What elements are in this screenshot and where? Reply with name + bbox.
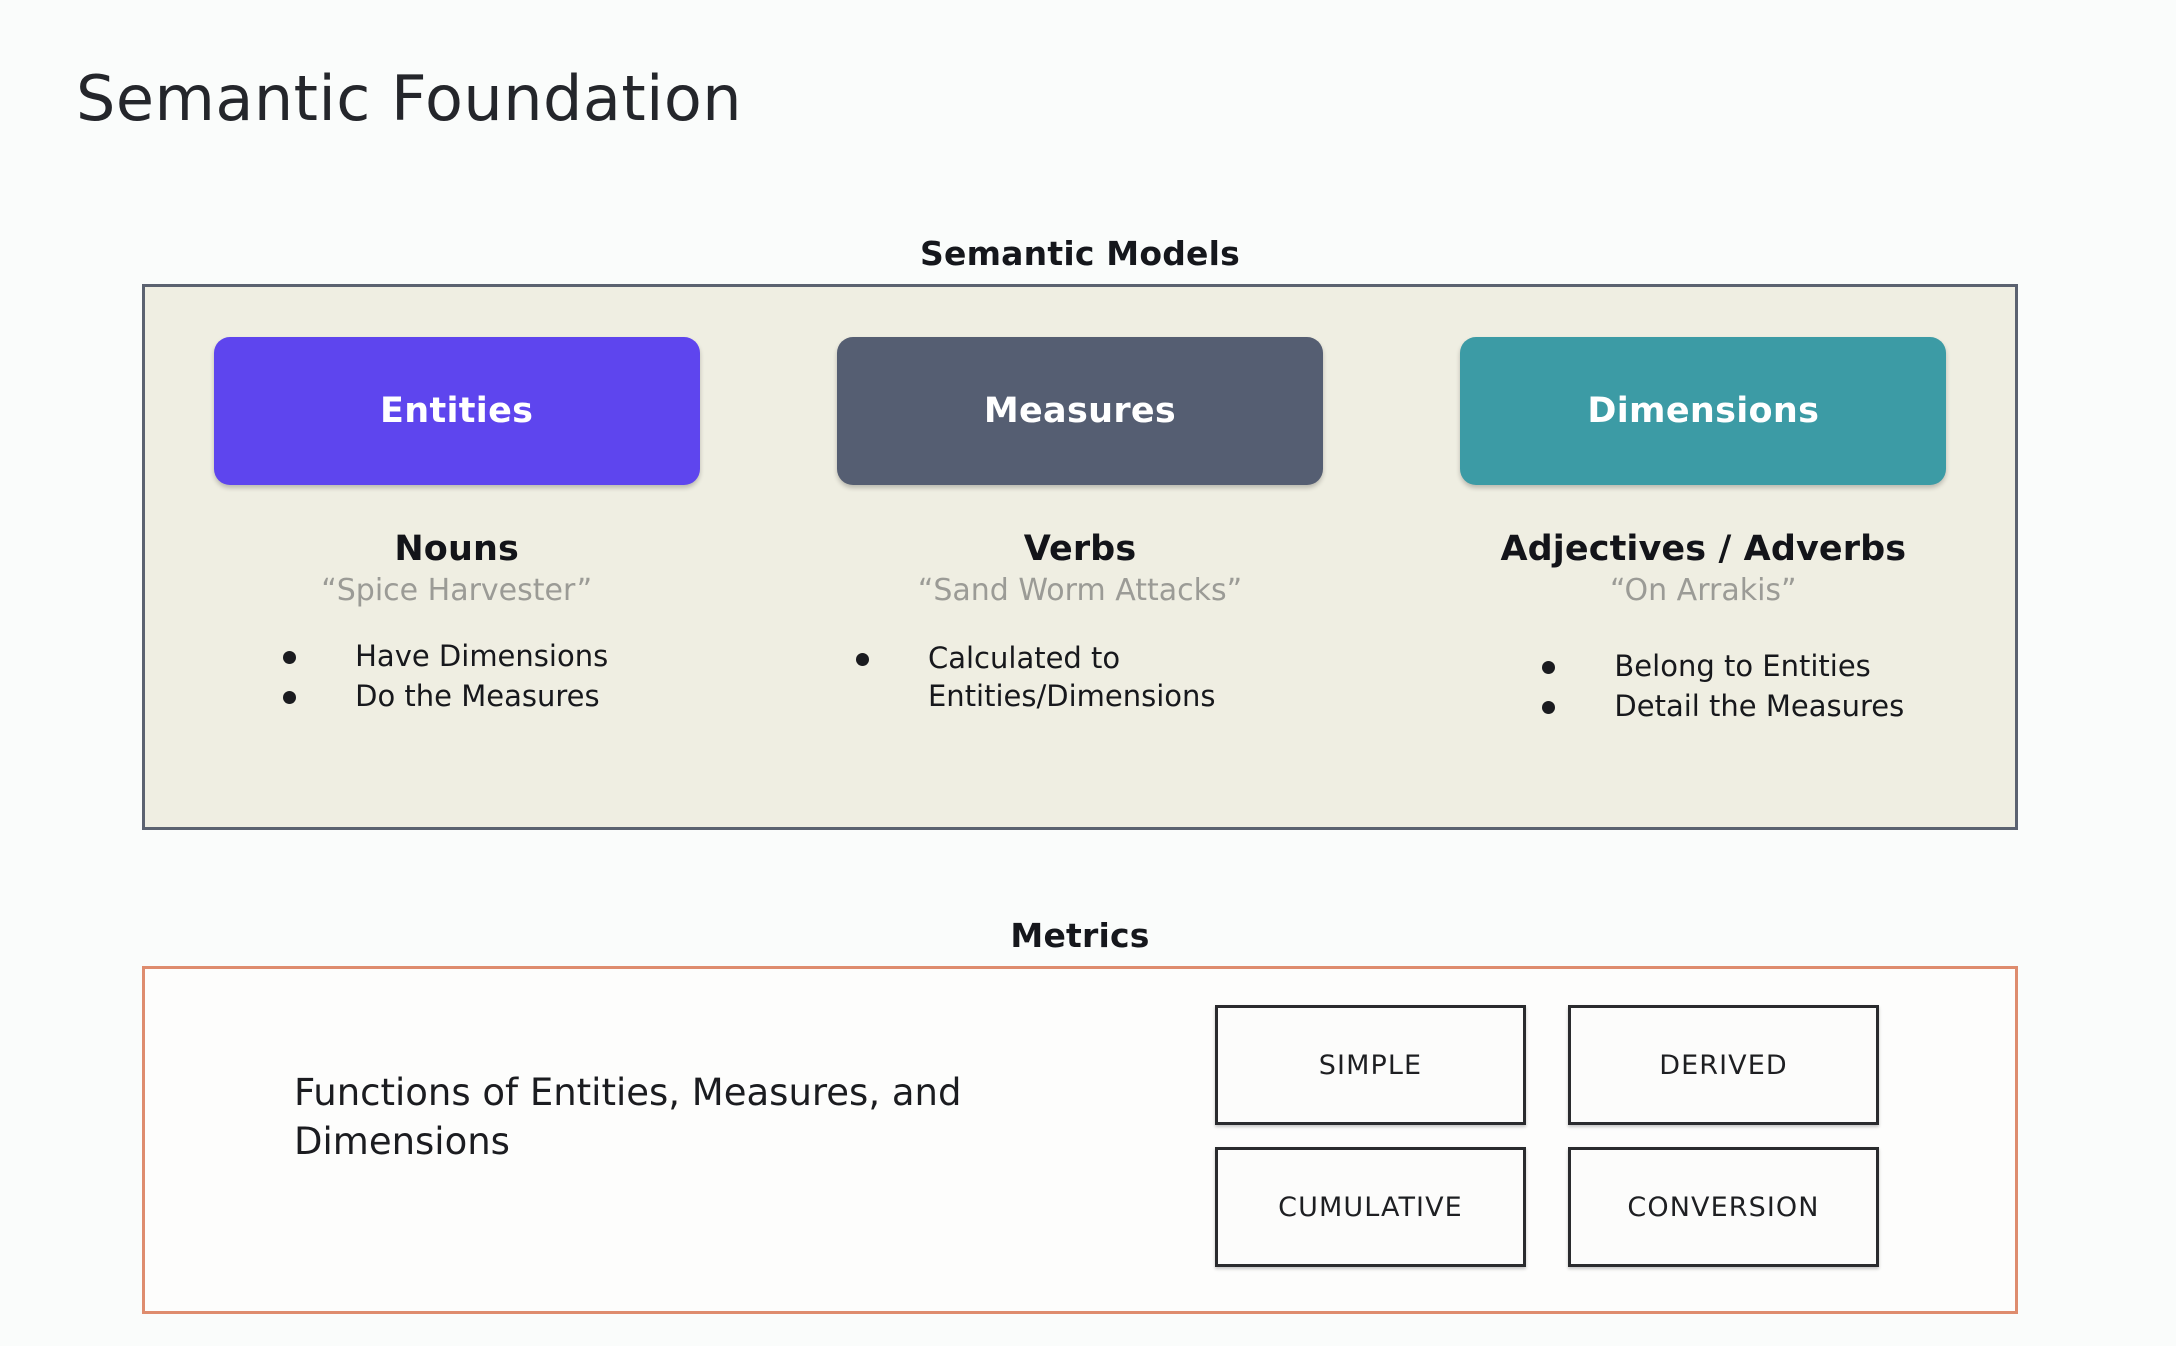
metric-type-cumulative[interactable]: CUMULATIVE xyxy=(1215,1147,1526,1267)
measures-example: “Sand Worm Attacks” xyxy=(917,573,1243,608)
metric-type-simple[interactable]: SIMPLE xyxy=(1215,1005,1526,1125)
semantic-models-columns: Entities Nouns “Spice Harvester” Have Di… xyxy=(145,287,2015,827)
semantic-models-header: Semantic Models xyxy=(920,234,1240,273)
list-item: Belong to Entities xyxy=(1542,648,1904,686)
metrics-description: Functions of Entities, Measures, and Dim… xyxy=(294,1071,962,1163)
semantic-column-entities: Entities Nouns “Spice Harvester” Have Di… xyxy=(145,287,768,827)
dimensions-bullet-list: Belong to Entities Detail the Measures xyxy=(1542,648,1904,727)
list-item: Detail the Measures xyxy=(1542,688,1904,726)
measures-part-of-speech: Verbs xyxy=(1023,529,1137,569)
entities-chip[interactable]: Entities xyxy=(213,337,700,485)
entities-example: “Spice Harvester” xyxy=(321,573,593,608)
metric-type-derived[interactable]: DERIVED xyxy=(1568,1005,1879,1125)
list-item: Have Dimensions xyxy=(283,638,608,676)
metrics-panel: Functions of Entities, Measures, and Dim… xyxy=(142,966,2018,1314)
metric-type-conversion[interactable]: CONVERSION xyxy=(1568,1147,1879,1267)
list-item: Do the Measures xyxy=(283,678,608,716)
dimensions-part-of-speech: Adjectives / Adverbs xyxy=(1500,529,1907,569)
measures-bullet-list: Calculated to Entities/Dimensions xyxy=(855,640,1258,717)
semantic-models-panel: Entities Nouns “Spice Harvester” Have Di… xyxy=(142,284,2018,830)
metric-type-grid: SIMPLE DERIVED CUMULATIVE CONVERSION xyxy=(1215,1005,1879,1267)
measures-chip[interactable]: Measures xyxy=(836,337,1323,485)
dimensions-chip[interactable]: Dimensions xyxy=(1460,337,1947,485)
metrics-header: Metrics xyxy=(1010,916,1150,955)
entities-part-of-speech: Nouns xyxy=(394,529,519,569)
entities-bullet-list: Have Dimensions Do the Measures xyxy=(283,638,608,717)
semantic-column-measures: Measures Verbs “Sand Worm Attacks” Calcu… xyxy=(768,287,1391,827)
dimensions-example: “On Arrakis” xyxy=(1610,573,1797,608)
list-item: Calculated to Entities/Dimensions xyxy=(855,640,1258,715)
semantic-column-dimensions: Dimensions Adjectives / Adverbs “On Arra… xyxy=(1392,287,2015,827)
page-title: Semantic Foundation xyxy=(76,62,743,135)
